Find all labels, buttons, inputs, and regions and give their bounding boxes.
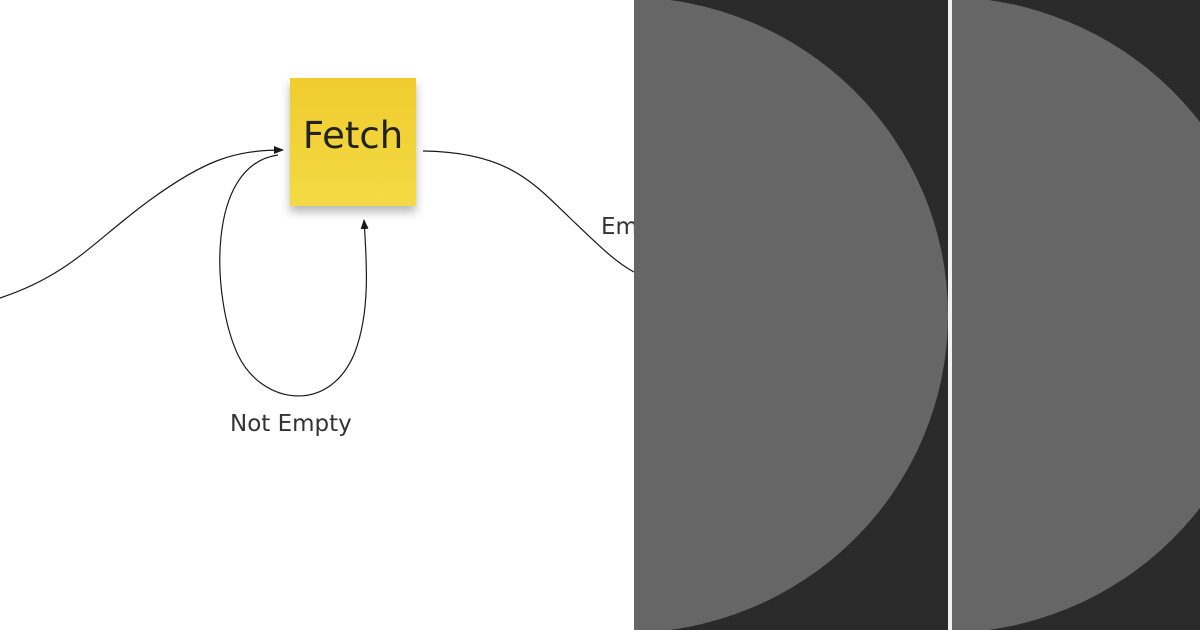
panel-divider xyxy=(948,0,952,630)
sticky-note-label: Fetch xyxy=(302,113,404,157)
loop-edge xyxy=(219,154,369,397)
dark-panel-left xyxy=(634,0,948,630)
dark-panel-right xyxy=(952,0,1200,630)
half-disc-shape xyxy=(634,0,948,630)
loop-edge-label: Not Empty xyxy=(230,411,352,437)
incoming-edge xyxy=(0,146,284,299)
outgoing-edge xyxy=(422,150,634,273)
connectors xyxy=(0,146,634,397)
fetch-sticky-note[interactable]: Fetch xyxy=(290,78,416,206)
half-disc-shape xyxy=(952,0,1200,630)
exit-edge-label: Em xyxy=(601,214,634,240)
diagram-canvas: Fetch Not Empty Em xyxy=(0,78,634,437)
